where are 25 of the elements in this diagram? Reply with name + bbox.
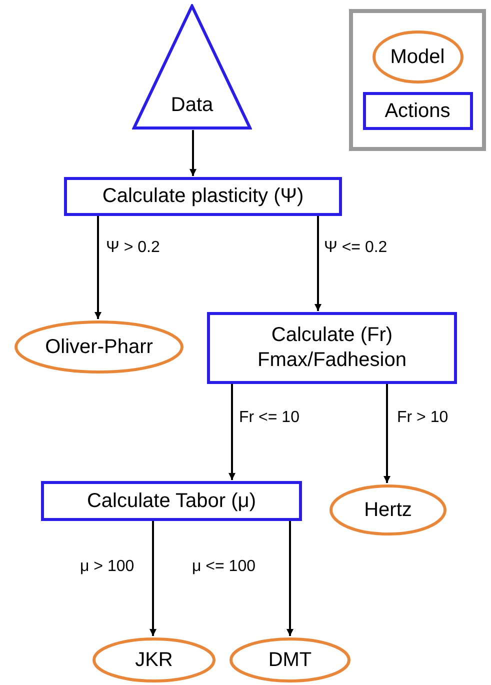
node-label: Hertz [364,498,412,522]
data-triangle [132,4,252,130]
node-label: DMT [268,648,312,672]
arrow [94,216,102,319]
arrow [384,384,390,483]
action-box [207,312,457,384]
model-ellipse [14,320,184,374]
action-box [64,177,342,216]
model-ellipse [329,484,447,536]
arrow [228,384,236,480]
arrow [150,521,156,636]
node-label: Data [170,93,214,118]
arrow [190,130,196,176]
arrow [314,216,322,311]
node-label: Calculate (Fr) Fmax/Fadhesion [256,323,408,373]
node-label: JKR [135,648,173,672]
node-label: Calculate plasticity (Ψ) [102,184,304,209]
legend-label: Actions [384,99,450,124]
node-label: Calculate Tabor (μ) [86,488,256,514]
action-box [41,481,302,521]
node-label: Oliver-Pharr [45,334,153,360]
arrow [286,521,294,636]
model-ellipse [92,637,216,683]
model-ellipse [229,637,351,683]
legend-label: Model [390,45,445,70]
